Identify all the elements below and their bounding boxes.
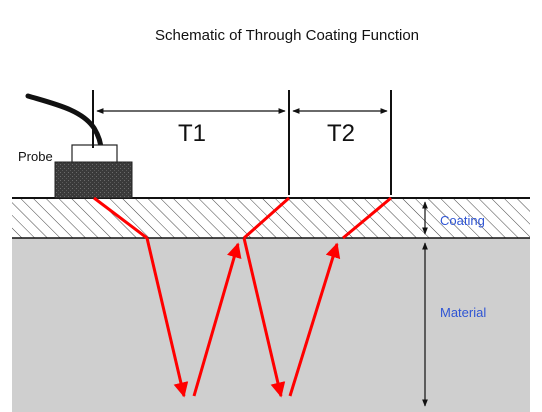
beam-segment-up-1 <box>192 242 242 397</box>
beam-segment-down-2 <box>242 237 286 398</box>
beam-segment-t1-to-interface <box>243 196 290 240</box>
beam-segment-probe-to-interface <box>93 196 148 240</box>
beam-segment-up-2 <box>288 242 341 397</box>
probe-cap <box>71 144 118 164</box>
t2-label: T2 <box>327 120 355 147</box>
probe-label: Probe <box>18 149 53 164</box>
beam-segment-down-1 <box>145 237 189 398</box>
coating-layer <box>12 198 530 238</box>
material-label: Material <box>440 305 486 320</box>
t1-label: T1 <box>178 120 206 147</box>
beam-segment-t2-to-interface <box>342 196 392 240</box>
probe-body <box>54 161 133 199</box>
probe-cable <box>25 93 104 153</box>
coating-label: Coating <box>440 213 485 228</box>
material-layer <box>12 238 530 412</box>
diagram-title: Schematic of Through Coating Function <box>155 27 419 44</box>
